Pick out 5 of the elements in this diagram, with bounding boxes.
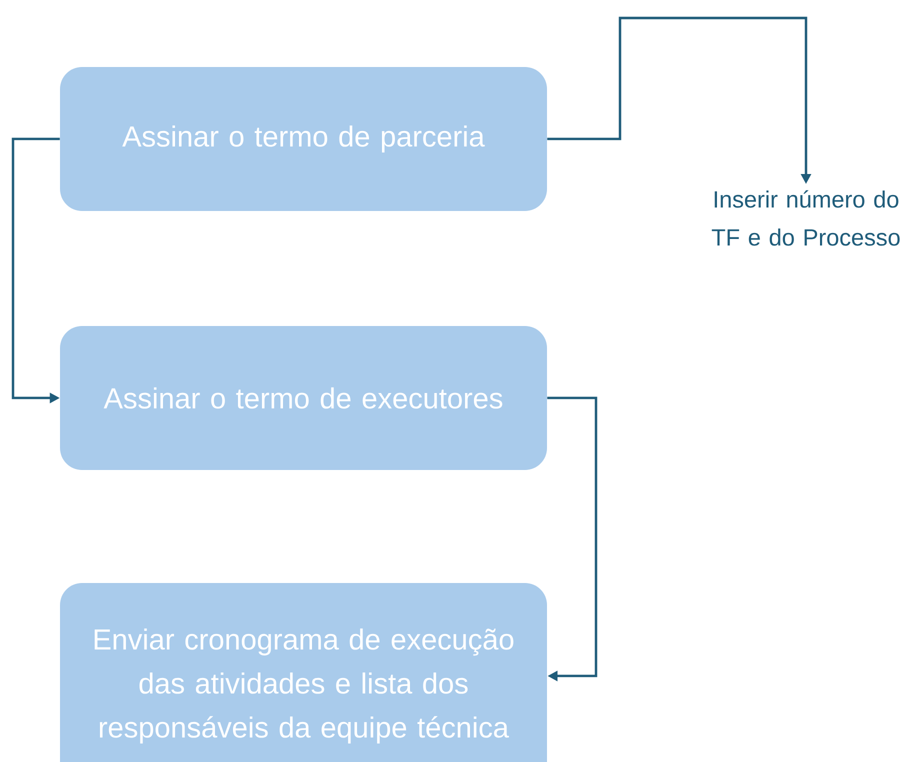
process-box: Assinar o termo de parceria — [60, 66, 547, 211]
instruction-text: Inserir número do TF e do Processo — [712, 190, 900, 246]
process-box: Enviar cronograma de execução das atividades e lista dos responsáveis da equipe técnica — [60, 582, 547, 762]
arrow — [547, 396, 598, 682]
process-box: Assinar o termo de executores — [60, 326, 547, 470]
